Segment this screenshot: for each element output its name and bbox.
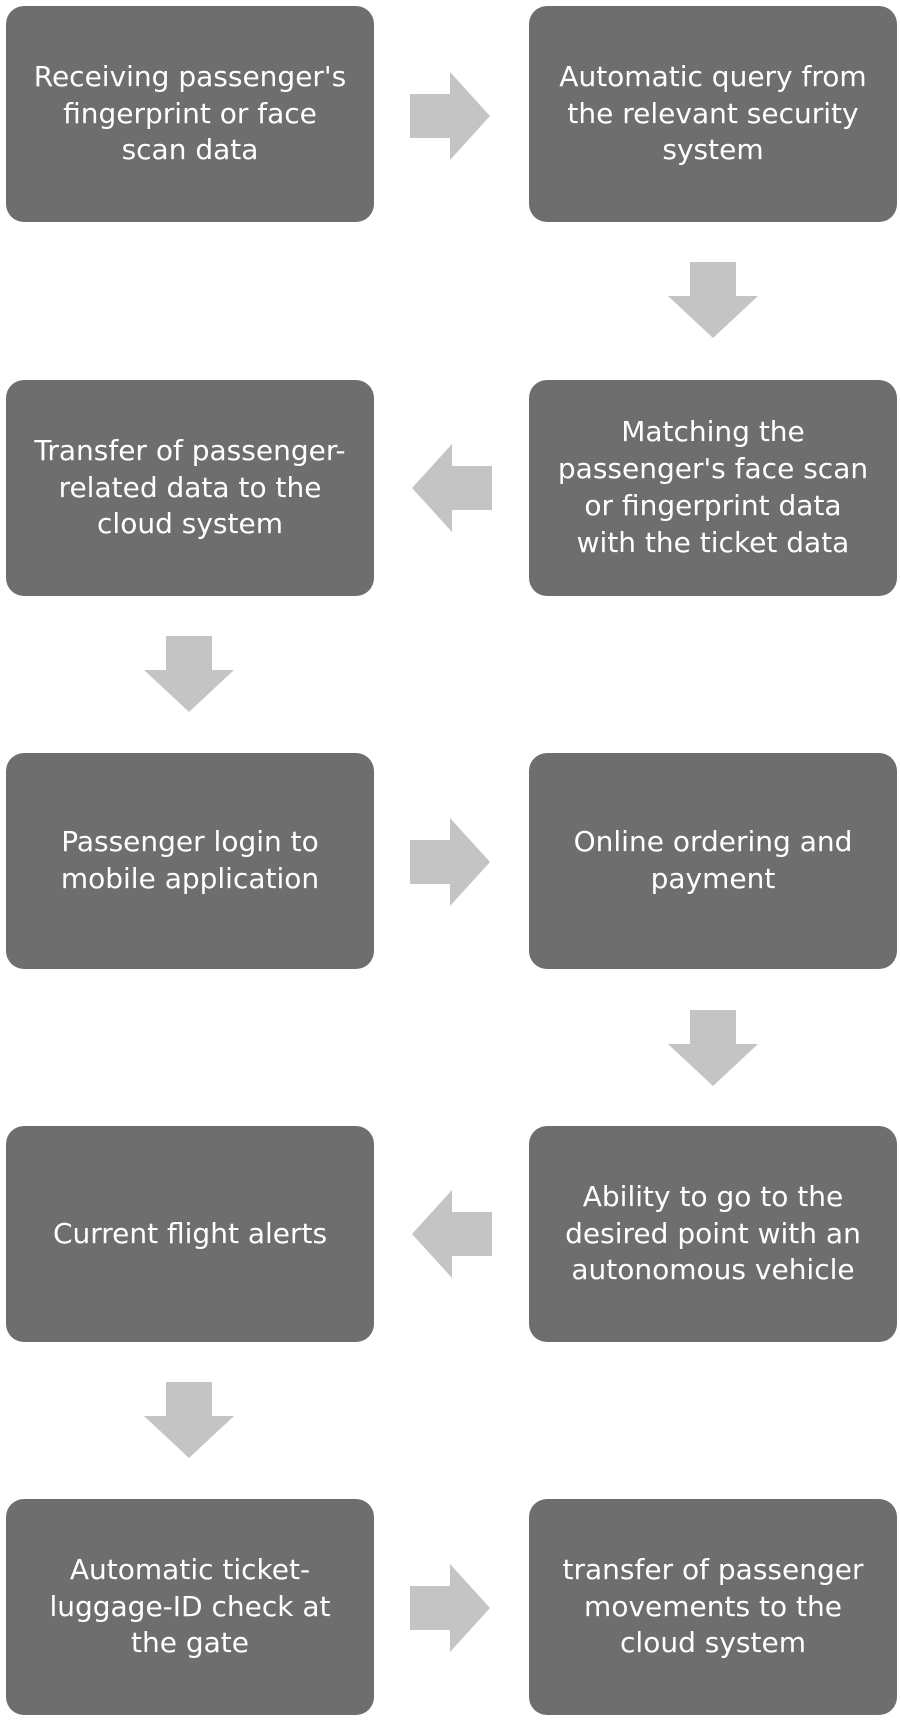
arrow-down-icon bbox=[668, 1010, 758, 1086]
arrow-right-icon bbox=[410, 1564, 490, 1652]
arrow-down-icon bbox=[144, 1382, 234, 1458]
step-7-box: Ability to go to the desired point with … bbox=[529, 1126, 897, 1342]
arrow-down-icon bbox=[144, 636, 234, 712]
step-5-box: Passenger login to mobile application bbox=[6, 753, 374, 969]
step-9-box: Automatic ticket- luggage-ID check at th… bbox=[6, 1499, 374, 1715]
step-5-text: Passenger login to mobile application bbox=[60, 825, 320, 895]
step-3-text: Matching the passenger's face scan or fi… bbox=[557, 415, 869, 559]
arrow-right-icon bbox=[410, 818, 490, 906]
step-10-box: transfer of passenger movements to the c… bbox=[529, 1499, 897, 1715]
step-10-text: transfer of passenger movements to the c… bbox=[562, 1552, 864, 1660]
step-6-text: Online ordering and payment bbox=[573, 825, 853, 895]
step-2-box: Automatic query from the relevant securi… bbox=[529, 6, 897, 222]
step-7-text: Ability to go to the desired point with … bbox=[565, 1179, 861, 1287]
step-1-text: Receiving passenger's fingerprint or fac… bbox=[33, 59, 347, 167]
step-4-text: Transfer of passenger- related data to t… bbox=[34, 433, 346, 541]
step-9-text: Automatic ticket- luggage-ID check at th… bbox=[49, 1552, 331, 1660]
arrow-left-icon bbox=[412, 1190, 492, 1278]
step-2-text: Automatic query from the relevant securi… bbox=[559, 59, 867, 167]
arrow-left-icon bbox=[412, 444, 492, 532]
arrow-down-icon bbox=[668, 262, 758, 338]
step-3-box: Matching the passenger's face scan or fi… bbox=[529, 380, 897, 596]
step-4-box: Transfer of passenger- related data to t… bbox=[6, 380, 374, 596]
step-8-box: Current flight alerts bbox=[6, 1126, 374, 1342]
step-8-text: Current flight alerts bbox=[52, 1216, 328, 1250]
step-1-box: Receiving passenger's fingerprint or fac… bbox=[6, 6, 374, 222]
arrow-right-icon bbox=[410, 72, 490, 160]
step-6-box: Online ordering and payment bbox=[529, 753, 897, 969]
